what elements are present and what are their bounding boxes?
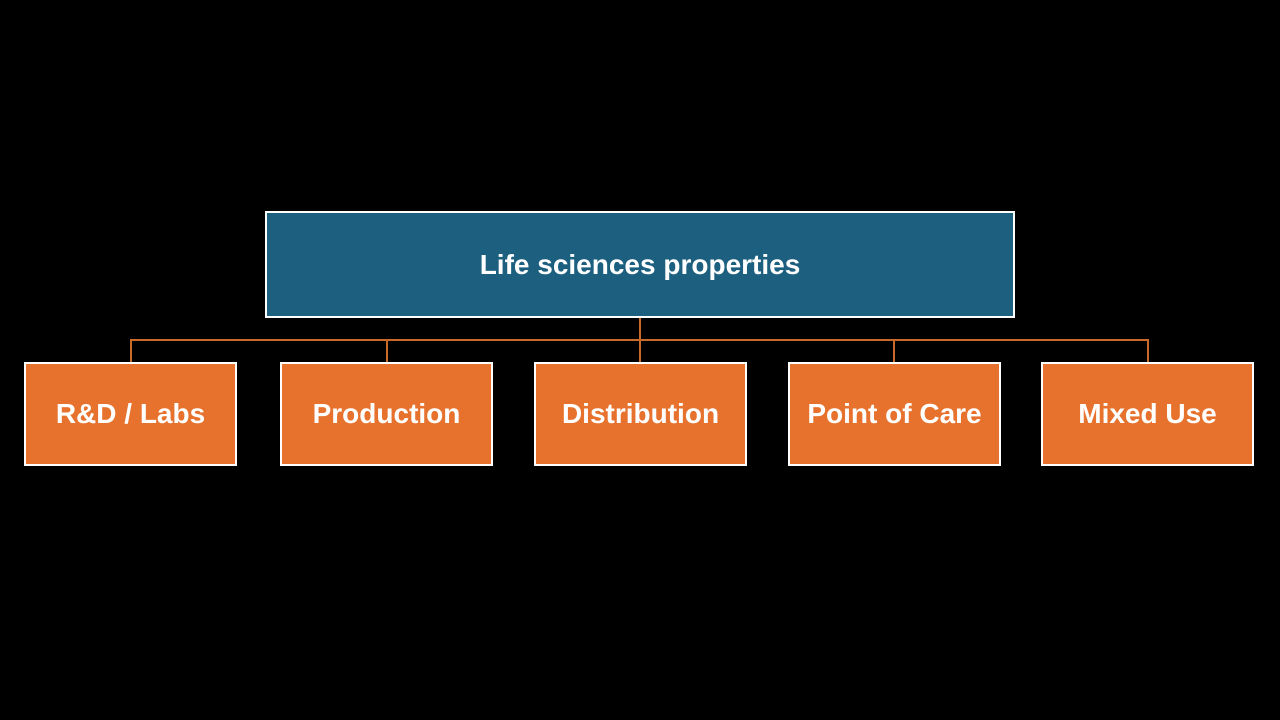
child-node-production: Production (280, 362, 493, 466)
child-node-label: Production (312, 398, 461, 429)
child-node-rd-labs: R&D / Labs (24, 362, 237, 466)
connector-drop-production (386, 339, 388, 362)
child-node-label: Distribution (561, 398, 720, 429)
connector-drop-rd-labs (130, 339, 132, 362)
connector-drop-mixed-use (1147, 339, 1149, 362)
root-node-label: Life sciences properties (479, 248, 801, 280)
connector-root-stub (639, 318, 641, 341)
child-node-distribution: Distribution (534, 362, 747, 466)
child-node-mixed-use: Mixed Use (1041, 362, 1254, 466)
connector-drop-distribution (639, 339, 641, 362)
child-node-label: Mixed Use (1078, 398, 1217, 429)
child-node-label: R&D / Labs (55, 398, 206, 429)
child-node-label: Point of Care (807, 398, 982, 429)
root-node-life-sciences-properties: Life sciences properties (265, 211, 1015, 318)
child-node-point-of-care: Point of Care (788, 362, 1001, 466)
connector-drop-point-of-care (893, 339, 895, 362)
